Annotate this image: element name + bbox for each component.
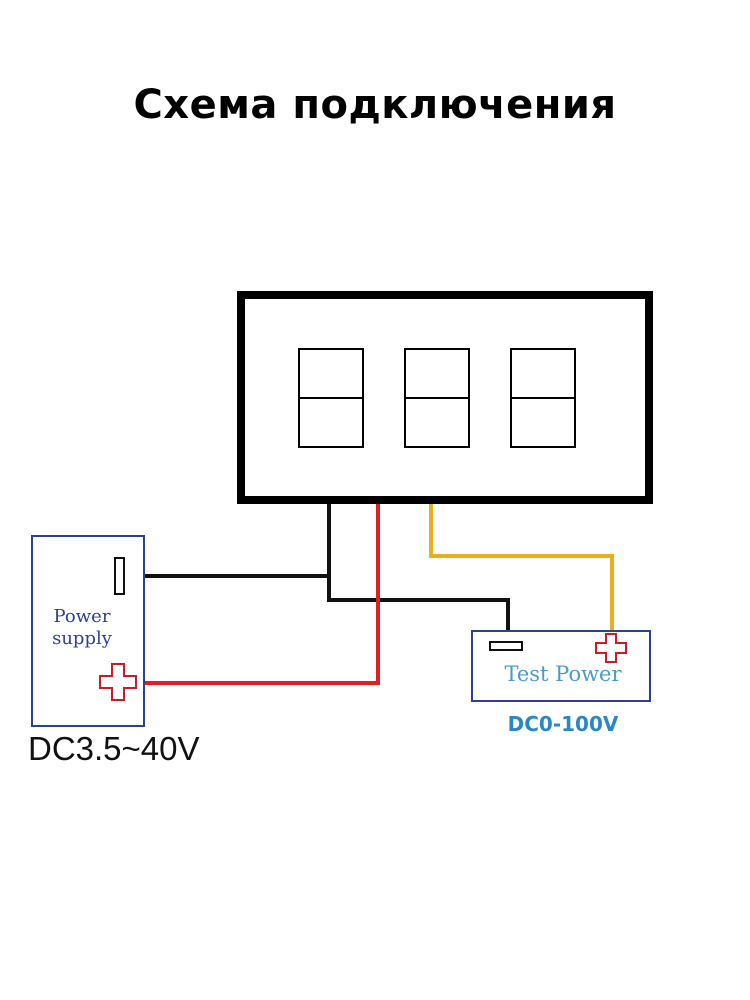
digit-2: [404, 348, 470, 448]
minus-terminal-icon: [114, 557, 125, 595]
yellow-wire: [429, 504, 614, 632]
power-supply-box: [31, 535, 145, 727]
digit-1: [298, 348, 364, 448]
voltmeter-display: [237, 291, 653, 504]
digit-3: [510, 348, 576, 448]
power-supply-label-line1: Power: [53, 606, 111, 627]
test-power-label: Test Power: [504, 662, 622, 686]
black-wire: [327, 504, 510, 633]
power-supply-label-line2: supply: [52, 628, 112, 649]
test-minus-terminal-icon: [489, 641, 523, 651]
test-plus-terminal-icon: [595, 633, 627, 663]
test-power-range: DC0-100V: [507, 712, 619, 736]
power-supply-range: DC3.5~40V: [28, 730, 200, 767]
plus-terminal-icon: [99, 663, 137, 701]
power-supply-label: Power supply: [40, 606, 124, 650]
page-title: Схема подключения: [133, 82, 617, 128]
red-wire: [143, 504, 380, 685]
